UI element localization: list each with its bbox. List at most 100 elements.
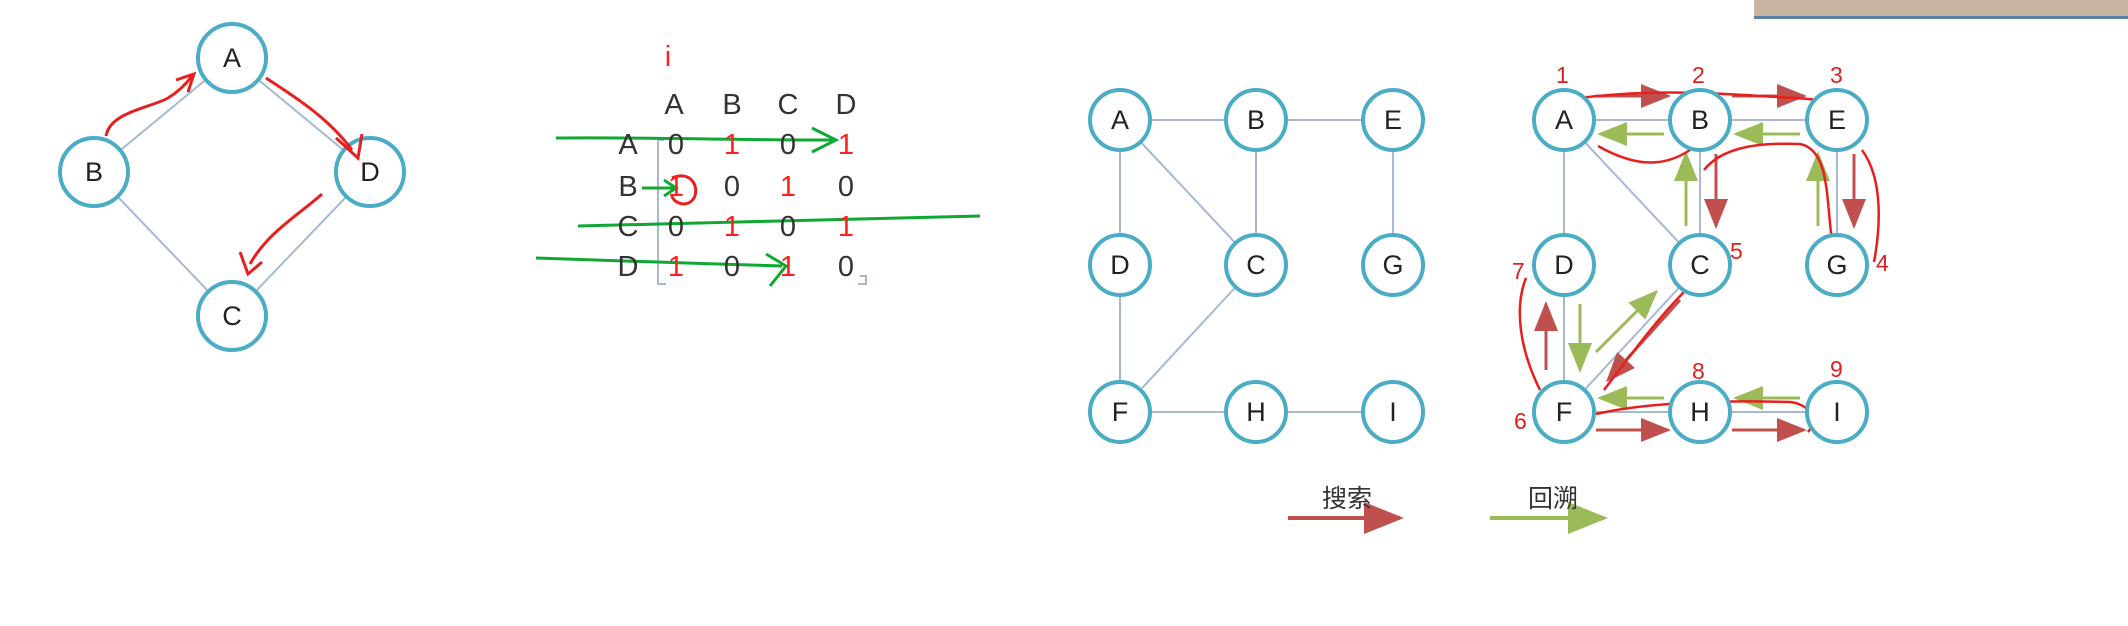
matrix-annotations <box>535 126 981 287</box>
svg-text:I: I <box>1833 397 1841 427</box>
svg-text:E: E <box>1828 105 1846 135</box>
ink-arrow-A-to-D <box>265 76 354 151</box>
ink-row-D-arrowhead <box>765 252 789 287</box>
g2-node-B: B <box>1224 88 1288 152</box>
ink-arrowhead-D <box>334 133 364 161</box>
matrix-row-label-A: A <box>618 129 638 161</box>
matrix-cell: 0 <box>723 171 741 203</box>
g2-edge-A-C <box>1119 119 1257 266</box>
g2-node-C: C <box>1224 233 1288 297</box>
g3-node-F: F <box>1532 380 1596 444</box>
g3-edge-C-F <box>1563 264 1701 413</box>
matrix-col-header-B: B <box>722 89 742 121</box>
ink-trace-B-A <box>1597 144 1691 164</box>
ink-trace-C-F <box>1603 289 1687 391</box>
svg-text:D: D <box>1554 250 1574 280</box>
graph1-node-B: B <box>58 136 130 208</box>
svg-text:G: G <box>1382 250 1403 280</box>
matrix-cell: 1 <box>667 251 685 283</box>
matrix-cell: 0 <box>779 211 797 243</box>
visit-order-4: 4 <box>1876 250 1889 276</box>
g2-edge-C-F <box>1119 264 1257 413</box>
svg-text:A: A <box>1111 105 1129 135</box>
matrix-left-bracket <box>657 139 666 285</box>
matrix-col-header-C: C <box>777 89 799 121</box>
svg-text:D: D <box>360 157 380 187</box>
svg-text:D: D <box>1110 250 1130 280</box>
matrix-cell: 0 <box>723 251 741 283</box>
matrix-col-header-D: D <box>835 89 857 121</box>
svg-text:C: C <box>1246 250 1266 280</box>
g2-node-E: E <box>1361 88 1425 152</box>
visit-order-2: 2 <box>1692 62 1705 88</box>
ink-row-A-scan <box>555 136 833 142</box>
graph3: A B E D C G F H I <box>1518 84 1880 444</box>
g3-node-D: D <box>1532 233 1596 297</box>
matrix-pointer-i: i <box>664 41 672 73</box>
visit-order-9: 9 <box>1830 356 1843 382</box>
matrix-cell: 0 <box>779 129 797 161</box>
webcam-overlay <box>1754 0 2128 19</box>
visit-order-1: 1 <box>1556 62 1569 88</box>
g2-node-A: A <box>1088 88 1152 152</box>
ink-row-D-scan <box>535 256 783 268</box>
matrix-cell: 1 <box>837 211 855 243</box>
matrix-row-label-B: B <box>618 171 638 203</box>
visit-order-8: 8 <box>1692 358 1705 384</box>
g2-node-G: G <box>1361 233 1425 297</box>
matrix-cell: 1 <box>837 129 855 161</box>
matrix-cell: 0 <box>667 211 685 243</box>
ink-arrowhead-C <box>238 251 263 277</box>
g3-node-I: I <box>1805 380 1869 444</box>
svg-text:F: F <box>1556 397 1573 427</box>
backtrack-arrow-F-C <box>1594 289 1659 354</box>
visit-order-7: 7 <box>1512 258 1525 284</box>
visit-order-5: 5 <box>1730 238 1743 264</box>
ink-arrow-B-to-A <box>104 75 194 137</box>
g3-node-E: E <box>1805 88 1869 152</box>
svg-text:C: C <box>1690 250 1710 280</box>
ink-row-A-arrowhead <box>811 126 840 154</box>
g3-node-B: B <box>1668 88 1732 152</box>
matrix-cell: 1 <box>779 171 797 203</box>
matrix-cell: 1 <box>723 129 741 161</box>
visit-order-3: 3 <box>1830 62 1843 88</box>
matrix-cell: 1 <box>723 211 741 243</box>
ink-trace-E-G <box>1860 149 1880 263</box>
graph1-node-C: C <box>196 280 268 352</box>
legend-backtrack-label: 回溯 <box>1528 484 1579 513</box>
g3-node-H: H <box>1668 380 1732 444</box>
legend-search-label: 搜索 <box>1322 484 1373 513</box>
graph2: A B E D C G F H I <box>1088 88 1425 444</box>
g3-edge-A-C <box>1563 119 1701 266</box>
svg-text:H: H <box>1690 397 1710 427</box>
matrix-cell: 1 <box>779 251 797 283</box>
matrix-right-bracket <box>858 275 867 285</box>
search-arrow-C-F <box>1605 298 1682 383</box>
svg-text:G: G <box>1826 250 1847 280</box>
matrix-col-header-A: A <box>664 89 684 121</box>
g2-node-D: D <box>1088 233 1152 297</box>
svg-text:F: F <box>1112 397 1129 427</box>
ink-arrowhead-A <box>175 71 197 93</box>
matrix-row-label-C: C <box>617 211 639 243</box>
svg-text:H: H <box>1246 397 1266 427</box>
svg-text:I: I <box>1389 397 1397 427</box>
ink-arrow-D-to-C <box>248 192 324 265</box>
matrix-row-label-D: D <box>617 251 639 283</box>
ink-trace-F-D <box>1518 277 1542 391</box>
svg-text:E: E <box>1384 105 1402 135</box>
matrix-cell: 0 <box>837 171 855 203</box>
g3-node-A: A <box>1532 88 1596 152</box>
g2-node-H: H <box>1224 380 1288 444</box>
ink-trace-G-back-B <box>1703 142 1834 241</box>
ink-trace-A-B-E <box>1579 91 1827 104</box>
matrix-cell: 1 <box>667 171 685 203</box>
svg-text:B: B <box>1691 105 1709 135</box>
graph1: A B D C <box>58 22 406 352</box>
matrix-cell: 0 <box>667 129 685 161</box>
g2-node-I: I <box>1361 380 1425 444</box>
svg-text:A: A <box>223 43 241 73</box>
graph1-node-A: A <box>196 22 268 94</box>
